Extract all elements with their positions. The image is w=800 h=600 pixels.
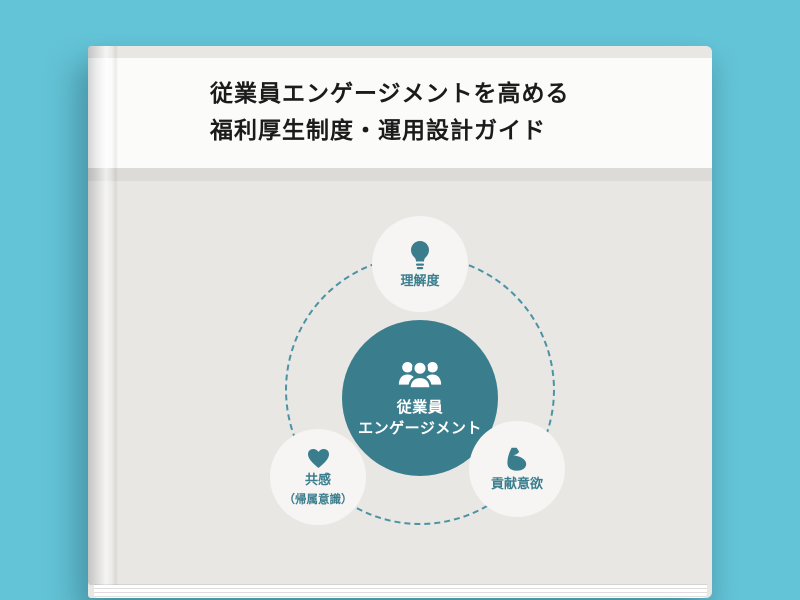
book-title: 従業員エンゲージメントを高める 福利厚生制度・運用設計ガイド <box>210 76 712 150</box>
lightbulb-icon <box>409 240 431 270</box>
node-empathy-label: 共感 <box>304 472 331 488</box>
heart-icon <box>307 448 330 469</box>
node-contribution: 貢献意欲 <box>469 421 565 517</box>
center-label-line2: エンゲージメント <box>358 419 482 437</box>
node-empathy-sublabel: （帰属意識） <box>283 491 353 506</box>
node-understanding: 理解度 <box>372 216 468 312</box>
people-icon <box>395 357 445 391</box>
node-contribution-label: 貢献意欲 <box>490 477 543 492</box>
muscle-icon <box>504 446 531 473</box>
book-title-block: 従業員エンゲージメントを高める 福利厚生制度・運用設計ガイド <box>88 58 712 168</box>
node-empathy: 共感 （帰属意識） <box>270 429 366 525</box>
book-title-line2: 福利厚生制度・運用設計ガイド <box>210 118 546 144</box>
book-pages <box>94 585 707 598</box>
engagement-diagram: 従業員 エンゲージメント 理解度 共感 （帰属意識） <box>88 46 712 598</box>
book-cover: 従業員エンゲージメントを高める 福利厚生制度・運用設計ガイド 従業員 エンゲージ… <box>88 46 712 598</box>
center-label-line1: 従業員 <box>396 398 444 416</box>
book-title-line1: 従業員エンゲージメントを高める <box>210 81 570 107</box>
node-understanding-label: 理解度 <box>400 273 440 289</box>
center-node-label: 従業員 エンゲージメント <box>358 397 482 439</box>
header-divider <box>88 168 712 181</box>
